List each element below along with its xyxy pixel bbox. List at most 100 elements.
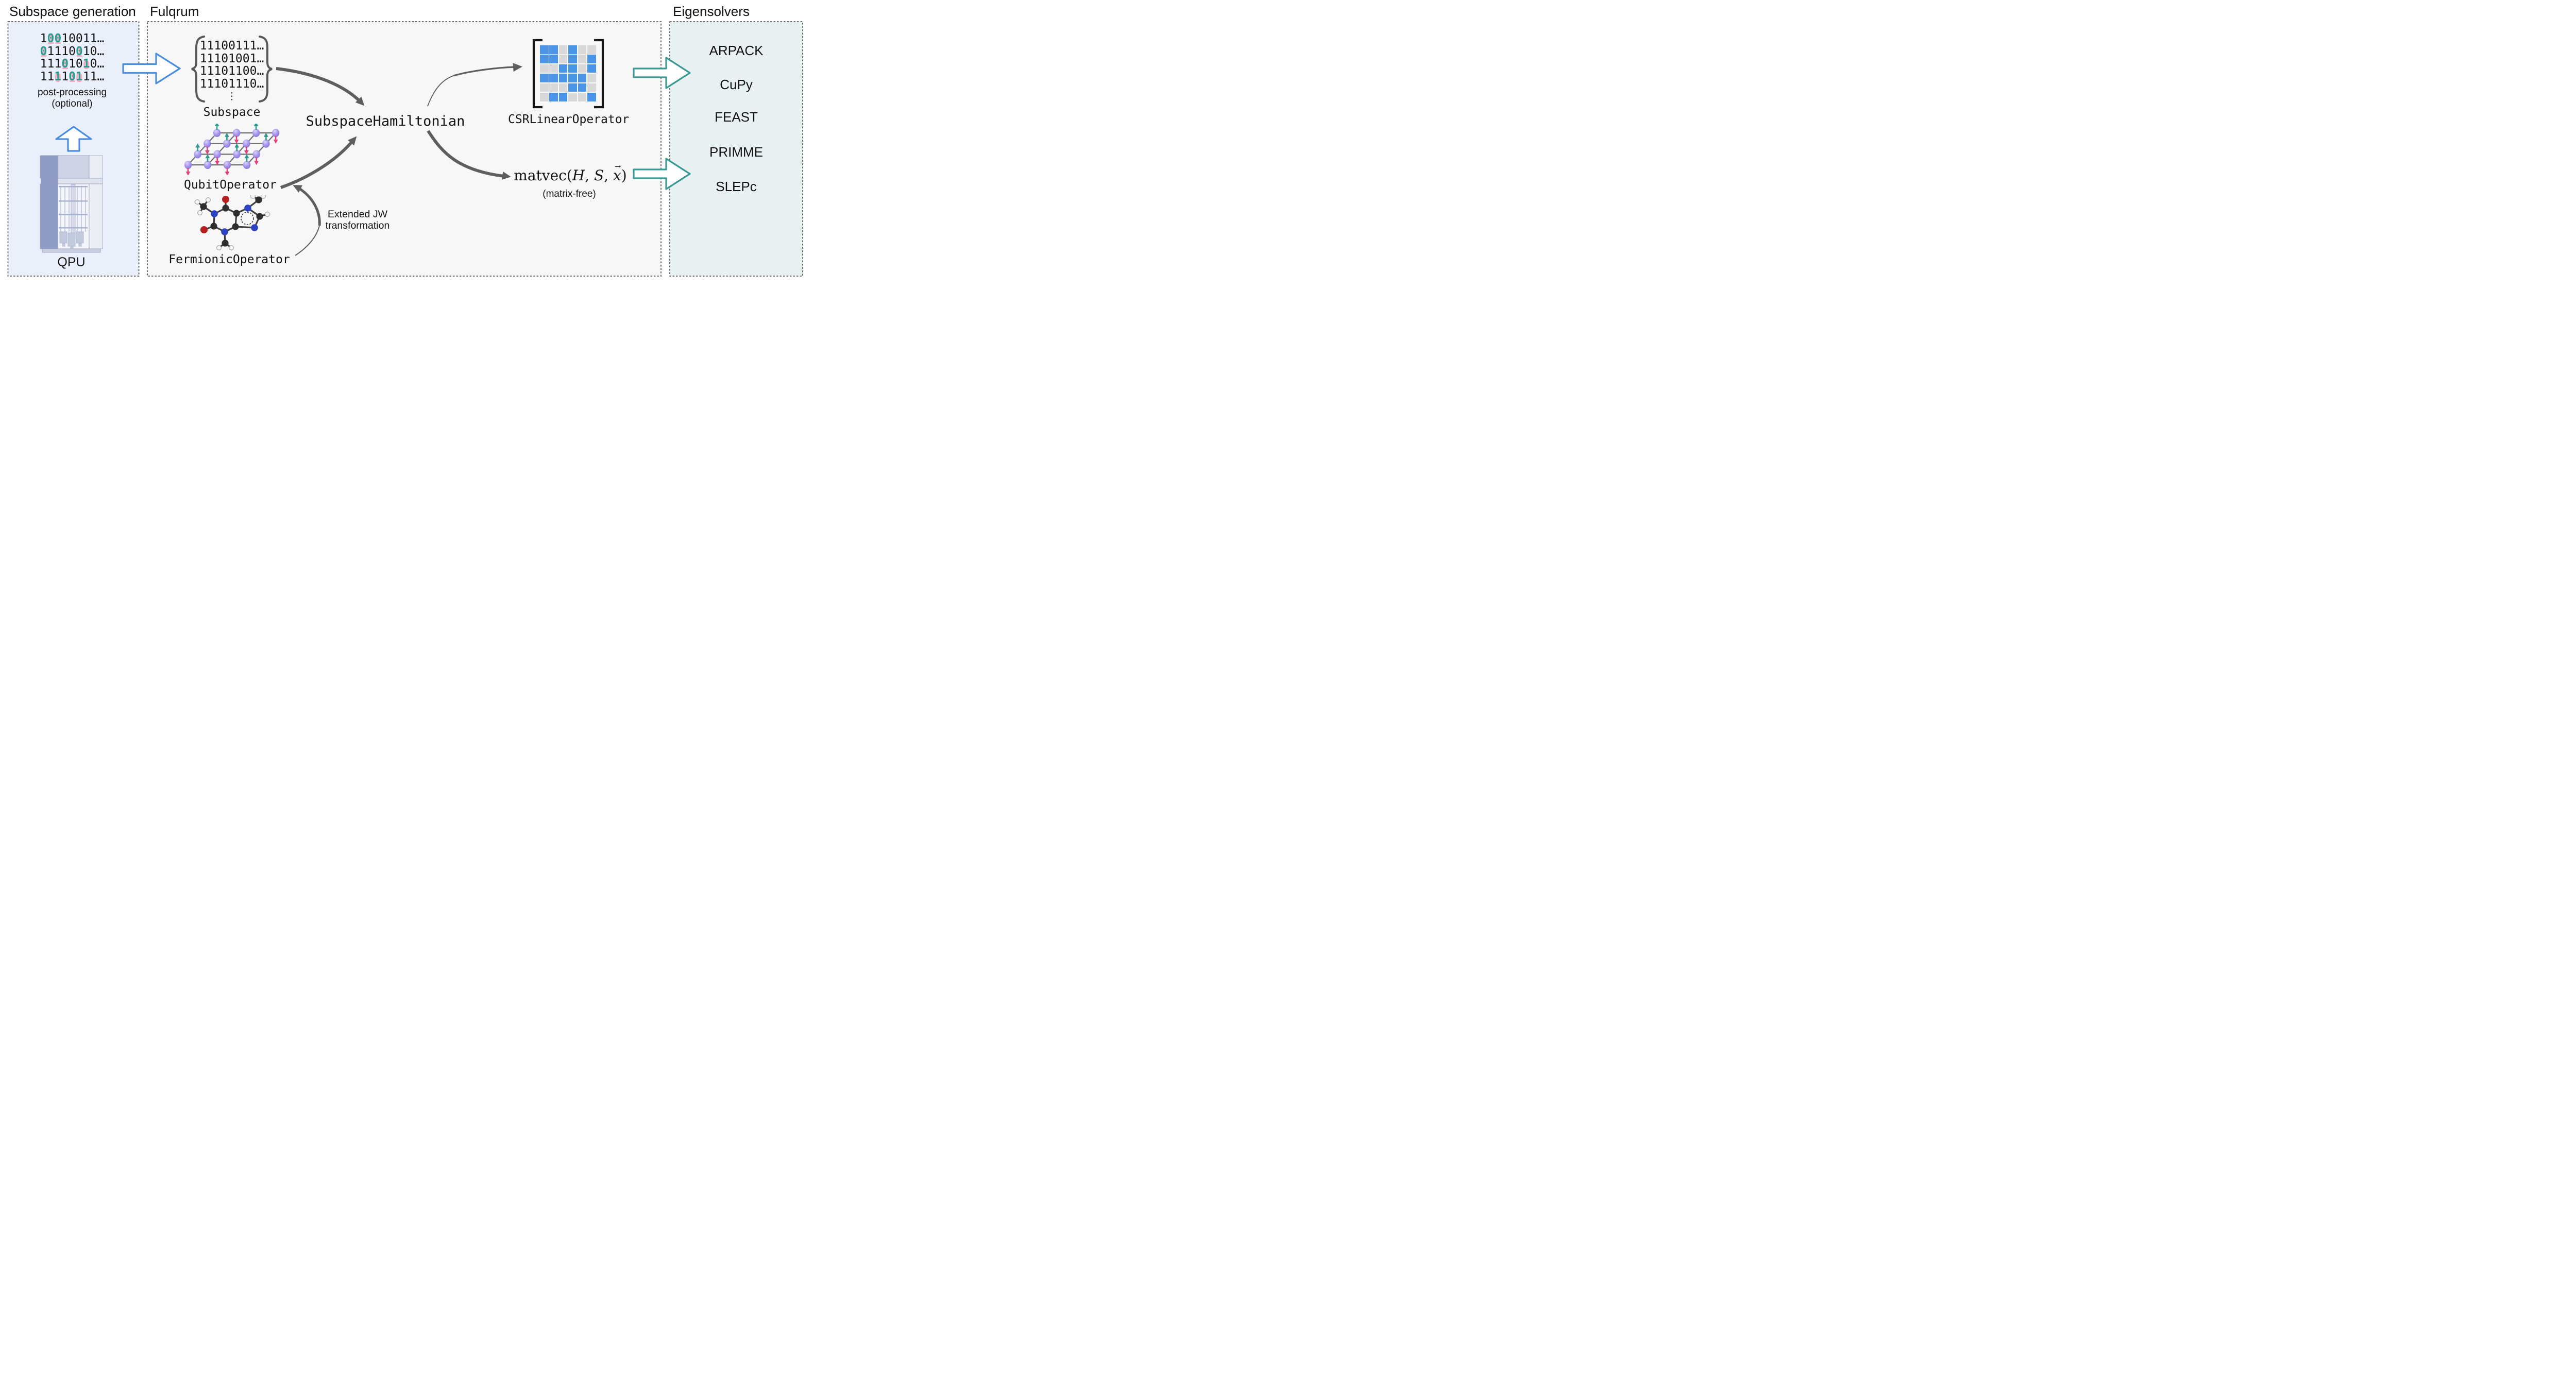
qpu-label: QPU (57, 255, 86, 269)
eigensolvers-panel (669, 21, 803, 277)
post-processing-line1: post-processing (37, 87, 107, 98)
matrix-cell-nonzero (568, 55, 577, 63)
bit: 0 (69, 44, 76, 58)
carbon-atoms (200, 196, 263, 247)
lattice-site-spin-up (223, 132, 231, 148)
aromatic-ring-indicator (241, 212, 254, 225)
bit: 0 (75, 32, 83, 45)
arrowhead (355, 96, 365, 106)
bit: 1 (90, 32, 97, 45)
bit: 1 (82, 32, 90, 45)
matrix-cell-nonzero (549, 55, 558, 63)
matvec-arg-x: x→ (613, 162, 621, 184)
lattice-site-spin-up (233, 143, 241, 159)
bit: 1 (47, 57, 55, 71)
bit: 1 (54, 44, 62, 58)
bit: … (97, 44, 105, 58)
lattice-site-spin-down (272, 129, 280, 144)
lattice-site-spin-down (223, 161, 231, 175)
bit: 1 (47, 70, 55, 83)
qpu-illustration (40, 155, 103, 253)
qubit-lattice-illustration (184, 124, 280, 175)
lattice-site-spin-down (204, 139, 211, 155)
matrix-cell-zero (568, 92, 577, 101)
matrix-cell-nonzero (578, 83, 587, 92)
eigensolver-item-arpack: ARPACK (709, 43, 764, 58)
matrix-cell-nonzero (549, 92, 558, 101)
matrix-cell-nonzero (558, 64, 568, 73)
matvec-expression: matvec(H, S, x→) (514, 162, 627, 184)
matrix-cell-nonzero (568, 83, 577, 92)
arrowhead (502, 171, 511, 180)
arrow-qubitop-to-hamiltonian (280, 140, 354, 189)
bit: 1 (40, 32, 47, 45)
matrix-cell-zero (578, 64, 587, 73)
eigensolver-item-primme: PRIMME (709, 144, 763, 160)
fermionic-operator-label: FermionicOperator (168, 253, 290, 266)
matrix-cell-zero (578, 92, 587, 101)
matvec-arg-s: S (594, 167, 604, 184)
matrix-cell-nonzero (549, 45, 558, 54)
subspace-row: 11101001… (199, 52, 264, 65)
matrix-cell-nonzero (558, 74, 568, 82)
caffeine-molecule-illustration (195, 195, 270, 250)
up-arrow-icon (55, 126, 92, 152)
fulqrum-panel (147, 21, 662, 277)
lattice-site-spin-up (213, 124, 221, 137)
bit: 1 (40, 70, 47, 83)
lattice-site-spin-up (204, 154, 212, 169)
arrowhead (348, 136, 357, 146)
bit: 1 (54, 57, 62, 71)
matrix-brackets (532, 39, 604, 109)
matvec-name: matvec( (514, 167, 572, 184)
matrix-cell-zero (587, 45, 596, 54)
arrow-jw-tail (295, 225, 320, 256)
lattice-site-spin-down (243, 139, 250, 155)
lattice-site-spin-up (243, 154, 251, 169)
subspace-generation-title: Subspace generation (9, 4, 136, 19)
subspace-label: Subspace (203, 106, 261, 119)
csr-matrix (540, 45, 596, 101)
lattice-site-spin-down (213, 150, 221, 165)
matrix-cell-nonzero (568, 74, 577, 82)
matrix-cell-zero (540, 64, 549, 73)
diagram-overlay (7, 21, 803, 277)
right-arrow-teal-bottom-icon (633, 158, 691, 190)
bit: 1 (82, 70, 90, 83)
subspace-row: 11100111… (199, 39, 264, 53)
subspace-hamiltonian-label: SubspaceHamiltonian (306, 113, 465, 129)
matrix-cell-nonzero (568, 64, 577, 73)
bit: … (97, 70, 105, 83)
lattice-site-spin-up (252, 124, 260, 137)
lattice-site-spin-down (232, 129, 241, 144)
matrix-cell-nonzero (540, 74, 549, 82)
matrix-cell-nonzero (540, 55, 549, 63)
qpu-chandelier (59, 184, 88, 249)
bit: 1 (47, 44, 55, 58)
right-arrow-blue-icon (122, 53, 181, 84)
subspace-row: 11101100… (199, 64, 264, 78)
jw-transformation-label: Extended JW transformation (311, 209, 404, 231)
bit: 0 (75, 57, 83, 71)
connector-arrows (276, 63, 522, 256)
matrix-cell-zero (540, 83, 549, 92)
bit: 0 (90, 57, 97, 71)
bit: 1 (69, 57, 76, 71)
qubit-operator-label: QubitOperator (183, 178, 277, 192)
subspace-braces (191, 36, 273, 103)
bit: 1 (40, 57, 47, 71)
hydrogen-atoms (195, 195, 270, 250)
arrow-hamiltonian-to-csr (427, 75, 454, 107)
post-processing-line2: (optional) (52, 98, 93, 109)
bit: 1 (82, 44, 90, 58)
matvec-close: ) (621, 167, 627, 184)
matrix-cell-zero (587, 74, 596, 82)
lattice-site-spin-up (194, 143, 201, 159)
